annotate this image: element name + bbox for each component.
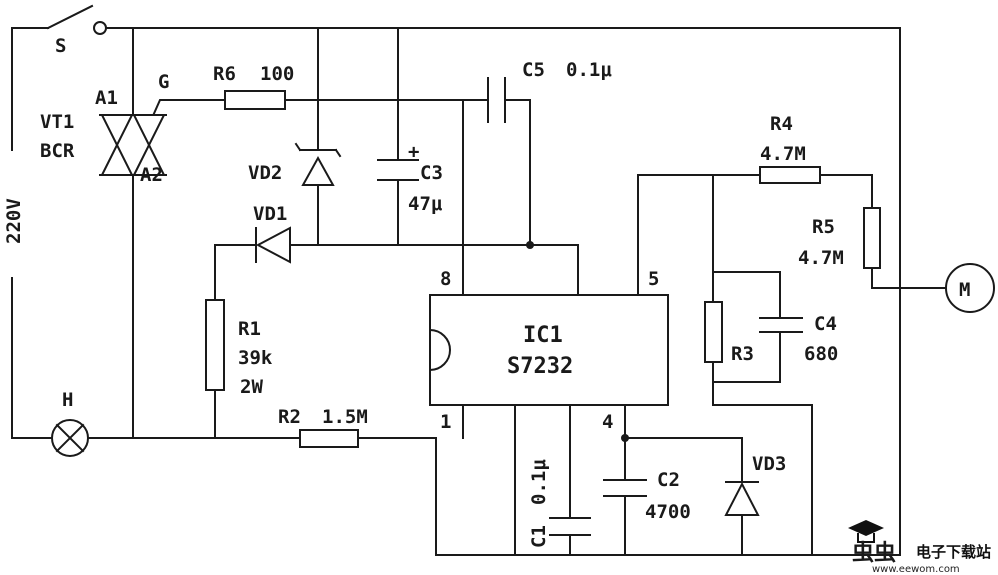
label-r3: R3 (731, 343, 754, 365)
label-pin8: 8 (440, 268, 451, 290)
label-bcr: BCR (40, 140, 75, 162)
watermark-brand: 电子下载站 (916, 543, 991, 561)
zener-vd2 (294, 142, 342, 186)
label-voltage: 220V (3, 198, 25, 244)
triac-vt1 (99, 114, 167, 176)
label-pin1: 1 (440, 411, 451, 433)
label-vd3: VD3 (752, 453, 786, 475)
label-r6: R6 (213, 63, 236, 85)
label-r5-value: 4.7M (798, 247, 844, 269)
label-r6-value: 100 (260, 63, 294, 85)
label-c1: C1 (528, 525, 550, 548)
graduation-cap-icon (848, 520, 884, 536)
label-c4: C4 (814, 313, 837, 335)
label-c5-value: 0.1μ (566, 59, 612, 81)
junction-dot (526, 241, 534, 249)
capacitor-c1 (549, 517, 591, 536)
label-ic-name: IC1 (523, 323, 563, 348)
label-a1: A1 (95, 87, 118, 109)
label-c2-value: 4700 (645, 501, 691, 523)
label-r1: R1 (238, 318, 261, 340)
label-motor: M (959, 279, 970, 301)
diode-vd1 (255, 226, 291, 264)
capacitor-c5 (487, 77, 506, 123)
label-r1-power: 2W (240, 376, 263, 398)
ic1-chip (428, 294, 669, 406)
label-r1-value: 39k (238, 347, 273, 369)
label-c2: C2 (657, 469, 680, 491)
watermark-bug-logo: 虫虫 (852, 540, 896, 566)
label-r5: R5 (812, 216, 835, 238)
resistor-r4 (759, 166, 821, 184)
resistor-r2 (299, 429, 359, 448)
switch-s (46, 4, 107, 35)
label-lamp: H (62, 389, 73, 411)
label-ic-part: S7232 (507, 354, 573, 379)
label-vd2: VD2 (248, 162, 282, 184)
motor-m (945, 263, 995, 313)
label-pin4: 4 (602, 411, 613, 433)
label-vt1: VT1 (40, 111, 74, 133)
label-c5: C5 (522, 59, 545, 81)
resistor-r3 (704, 301, 723, 363)
label-c1-value: 0.1μ (528, 459, 550, 505)
junction-dot (621, 434, 629, 442)
label-c4-value: 680 (804, 343, 838, 365)
label-c3: C3 (420, 162, 443, 184)
capacitor-c3 (377, 159, 419, 181)
watermark: 虫虫 电子下载站 www.eewom.com (848, 520, 991, 575)
label-vd1: VD1 (253, 203, 287, 225)
labels: S H M 220V VT1 BCR A1 A2 G R6 100 C5 0.1… (3, 35, 970, 548)
resistor-r1 (205, 299, 225, 391)
resistor-r6 (224, 90, 286, 110)
label-r2: R2 (278, 406, 301, 428)
junctions (526, 241, 629, 442)
lamp-h (51, 419, 89, 457)
label-switch: S (55, 35, 66, 57)
label-c3-plus: + (408, 141, 419, 163)
watermark-url: www.eewom.com (872, 564, 960, 575)
label-r4-value: 4.7M (760, 143, 806, 165)
label-r4: R4 (770, 113, 793, 135)
label-pin5: 5 (648, 268, 659, 290)
label-c3-value: 47μ (408, 193, 443, 215)
label-gate: G (158, 71, 169, 93)
capacitor-c2 (603, 479, 647, 497)
label-r2-value: 1.5M (322, 406, 368, 428)
label-a2: A2 (140, 164, 163, 186)
diode-vd3 (724, 481, 760, 516)
resistor-r5 (863, 207, 881, 269)
capacitor-c4 (759, 317, 803, 333)
wires (11, 27, 946, 556)
